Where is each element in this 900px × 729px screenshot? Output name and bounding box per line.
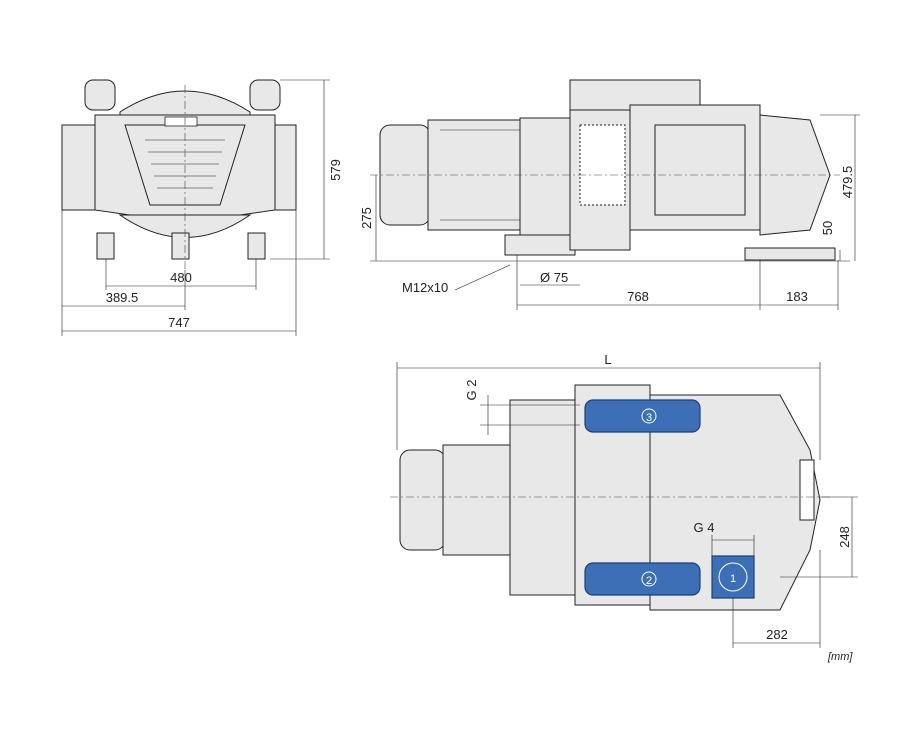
label-thread: M12x10 bbox=[402, 280, 448, 295]
dim-shaft-height: 275 bbox=[359, 207, 374, 229]
dim-282: 282 bbox=[766, 627, 788, 642]
dim-height-side: 479.5 bbox=[840, 166, 855, 199]
dim-feet-spacing: 480 bbox=[170, 270, 192, 285]
port-label-2: 2 bbox=[646, 575, 652, 587]
dim-foot-offset: 389.5 bbox=[106, 290, 139, 305]
top-view bbox=[390, 384, 830, 611]
port-label-3: 3 bbox=[646, 412, 652, 424]
dim-height-front: 579 bbox=[328, 159, 343, 181]
dim-length-l: L bbox=[604, 352, 611, 367]
front-view bbox=[61, 79, 297, 270]
unit-label: [mm] bbox=[827, 651, 853, 663]
label-port-g2: G 2 bbox=[464, 380, 479, 401]
dim-248: 248 bbox=[837, 526, 852, 548]
port-label-1: 1 bbox=[730, 573, 736, 585]
dim-length-183: 183 bbox=[786, 289, 808, 304]
dim-width: 747 bbox=[168, 315, 190, 330]
label-port-g4: G 4 bbox=[694, 520, 715, 535]
side-view bbox=[370, 79, 840, 261]
becker-logo bbox=[164, 116, 198, 127]
dim-length-768: 768 bbox=[627, 289, 649, 304]
label-flange-diameter: Ø 75 bbox=[540, 270, 568, 285]
dim-foot-height: 50 bbox=[820, 221, 835, 235]
